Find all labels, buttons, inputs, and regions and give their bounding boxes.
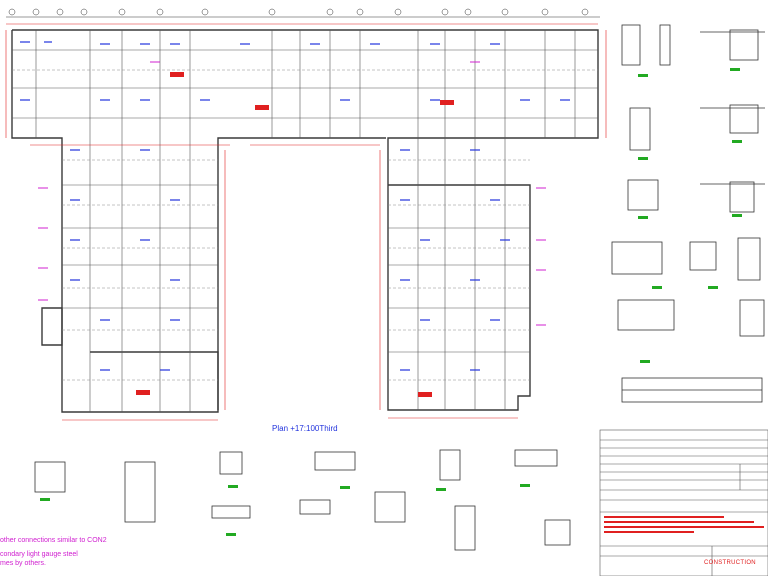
- plan-annotations-blue: [20, 41, 570, 371]
- plan-dashed-beams: [12, 69, 598, 381]
- note-connections: other connections similar to CON2: [0, 537, 107, 544]
- note-light-gauge-steel: condary light gauge steel: [0, 551, 78, 558]
- plan-structure-lines: [12, 30, 598, 412]
- plan-outline: [11, 29, 599, 413]
- grid-axis-markers: [6, 8, 600, 18]
- connection-details-right: [611, 24, 765, 403]
- detail-tags: [40, 68, 742, 536]
- note-frames-by-others: mes by others.: [0, 560, 46, 567]
- connection-details-bottom: [34, 449, 571, 551]
- drawing-status-stamp: CONSTRUCTION: [704, 560, 756, 566]
- plan-section-tags: [136, 72, 454, 397]
- title-block: [599, 429, 768, 576]
- plan-annotations-magenta: [38, 61, 546, 326]
- plan-dimensions: [5, 23, 607, 421]
- plan-title: Plan +17:100Third: [272, 424, 338, 433]
- title-block-text: [604, 516, 764, 533]
